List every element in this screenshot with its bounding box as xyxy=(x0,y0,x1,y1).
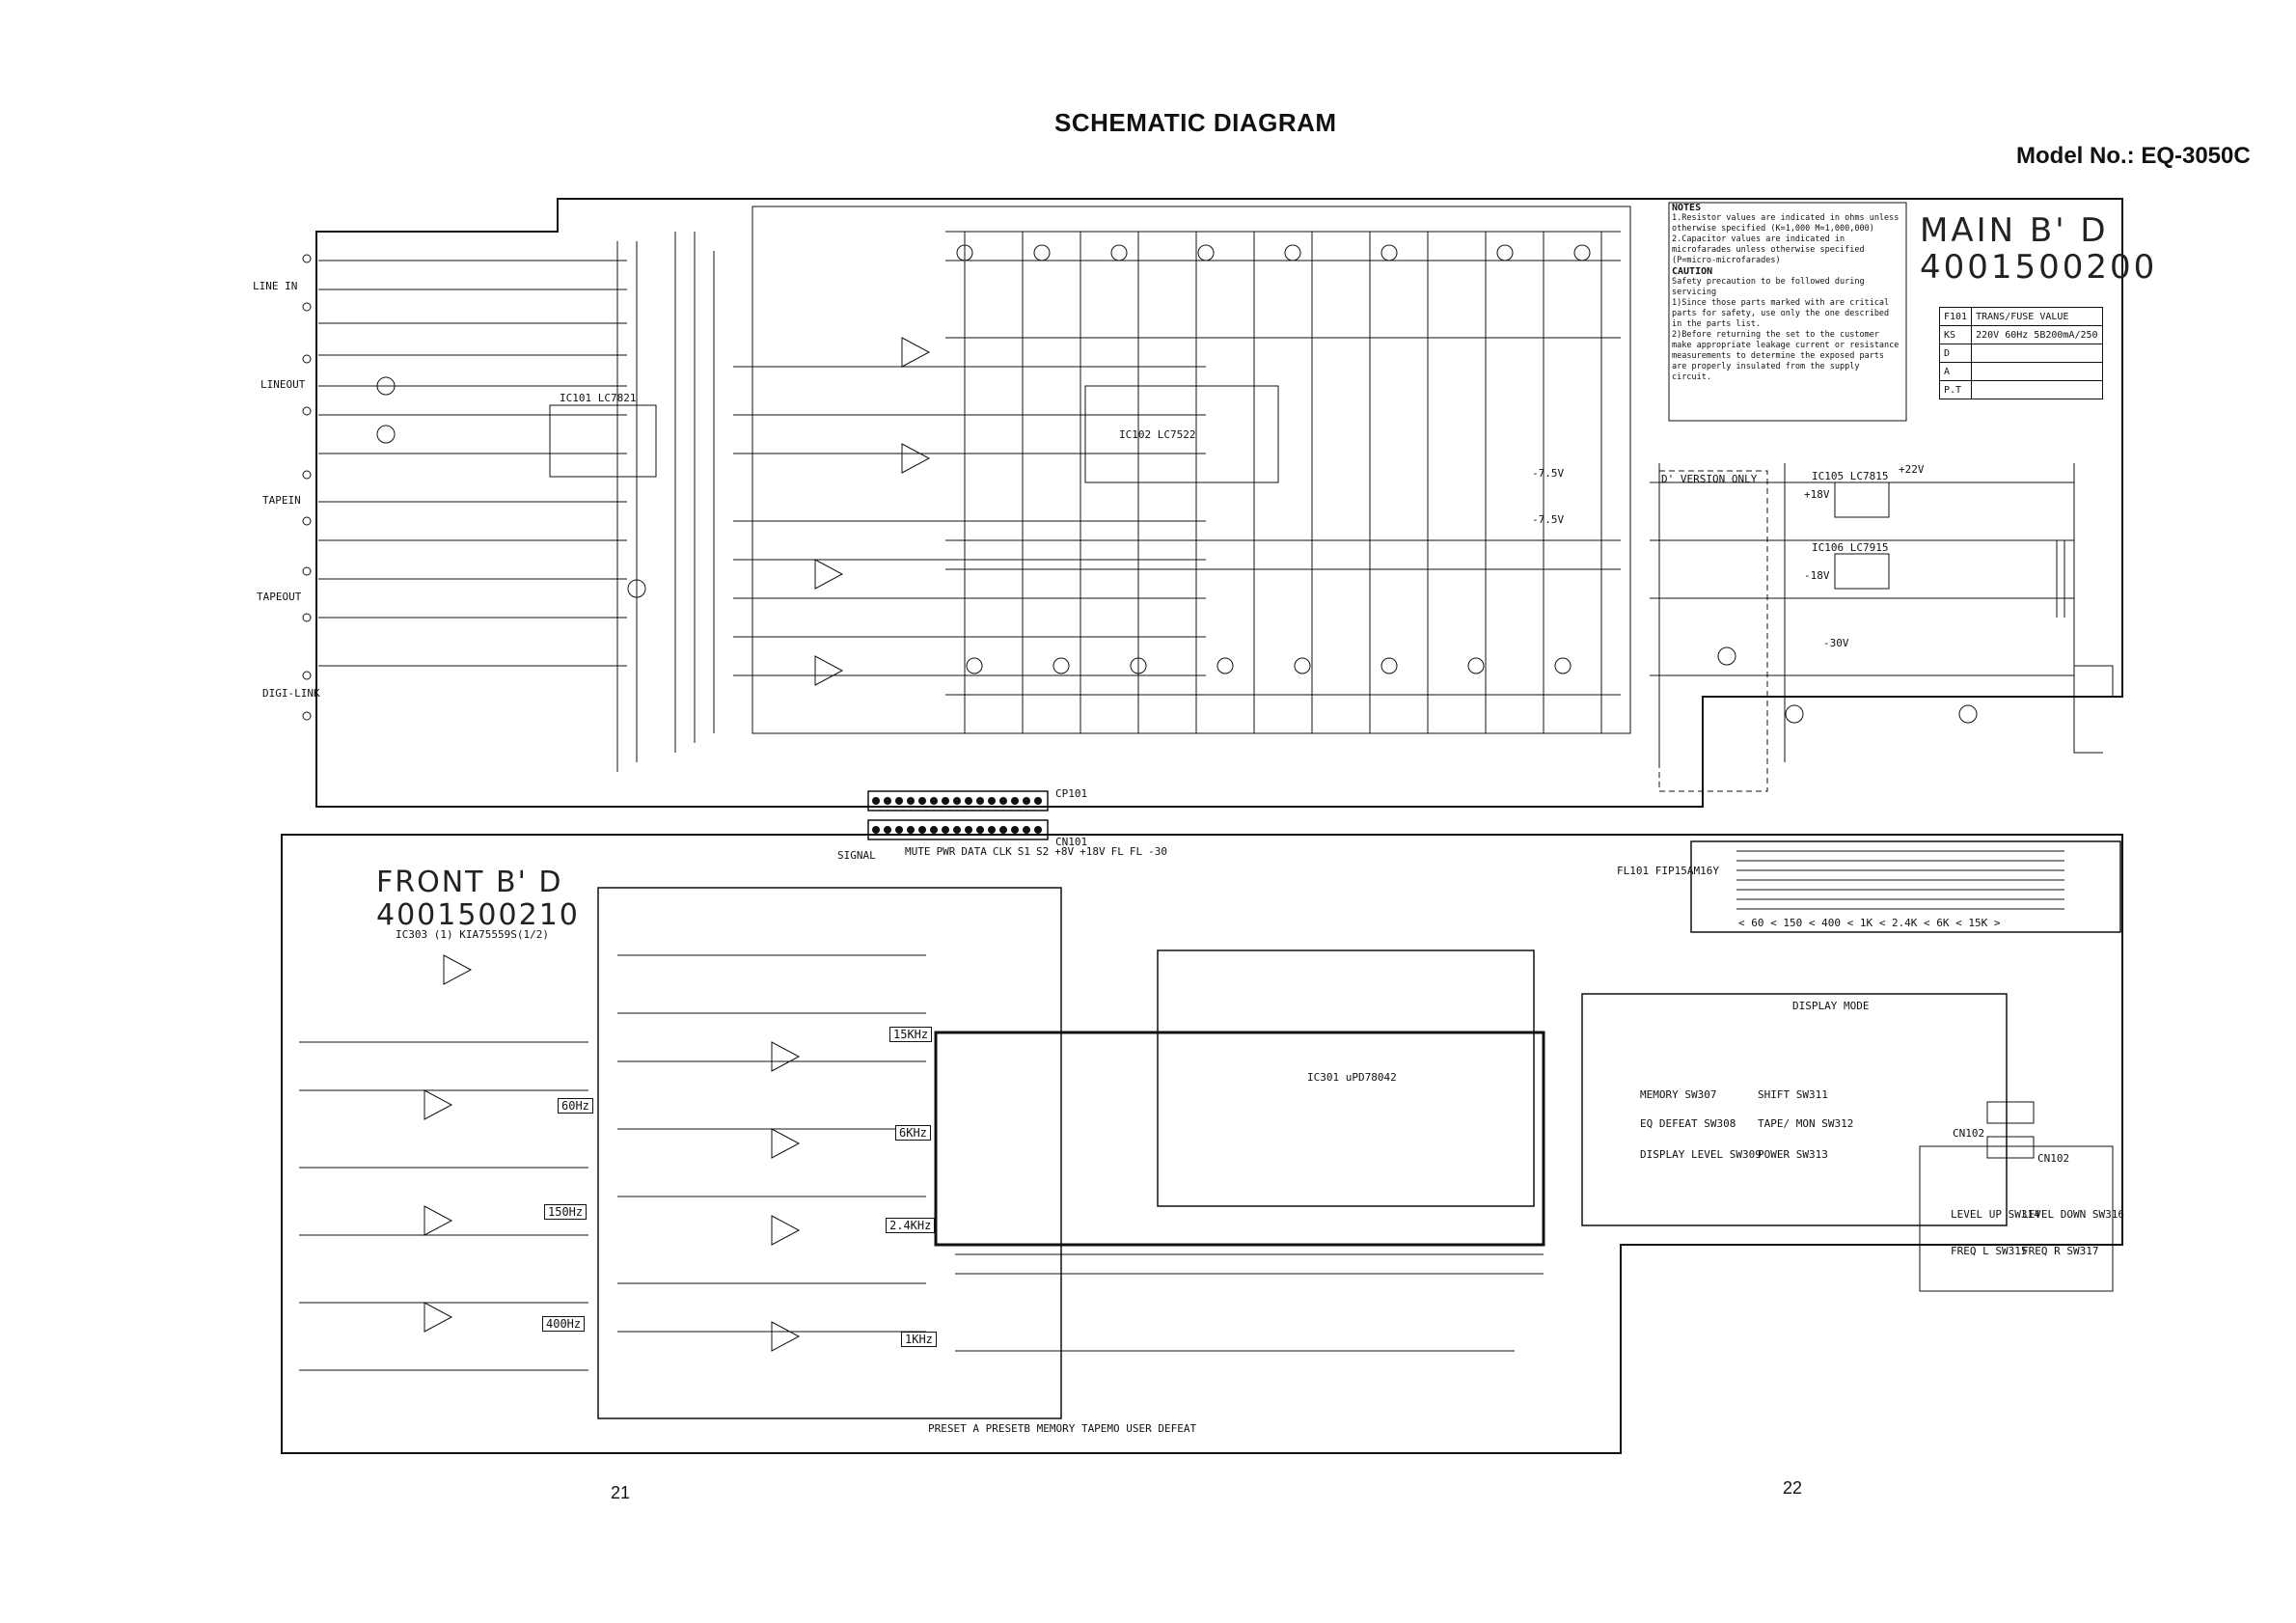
caution-heading: CAUTION xyxy=(1672,266,1713,277)
fuse-col2: TRANS/FUSE VALUE xyxy=(1971,307,2103,326)
ic105-label: IC105 LC7815 xyxy=(1812,470,1889,482)
switch-tape-mon: TAPE/ MON SW312 xyxy=(1758,1117,1854,1130)
ic101-label: IC101 LC7821 xyxy=(560,392,637,404)
jack-line-in: LINE IN xyxy=(253,280,298,292)
table-row: P.T xyxy=(1938,380,2103,399)
fuse-code: KS xyxy=(1938,325,1973,344)
pin-label: S1 xyxy=(1017,845,1030,858)
fuse-code: P.T xyxy=(1938,380,1973,399)
ic303-label: IC303 (1) KIA75559S(1/2) xyxy=(396,928,549,941)
table-row: D xyxy=(1938,344,2103,363)
pin-label: +18V xyxy=(1080,845,1106,858)
band-tag: 2.4KHz xyxy=(886,1218,936,1233)
caution-line3: 2)Before returning the set to the custom… xyxy=(1672,330,1900,382)
table-row: A xyxy=(1938,362,2103,381)
fuse-code: A xyxy=(1938,362,1973,381)
pin-label: FL xyxy=(1129,845,1143,858)
signal-label: SIGNAL xyxy=(837,849,876,862)
band-tag: 6KHz xyxy=(895,1125,931,1141)
page-number-right: 22 xyxy=(1783,1478,1803,1498)
page-title: SCHEMATIC DIAGRAM xyxy=(1054,108,1337,137)
pin-label: FL xyxy=(1110,845,1124,858)
front-board-name: FRONT B' D xyxy=(376,866,563,899)
front-board-label: FRONT B' D 4001500210 xyxy=(376,867,580,932)
band-tag: 1KHz xyxy=(901,1332,937,1347)
pin-label: S2 xyxy=(1036,845,1050,858)
cn102-label-2: CN102 xyxy=(2037,1152,2070,1165)
ic102-label: IC102 LC7522 xyxy=(1119,428,1196,441)
pin-label: +8V xyxy=(1054,845,1075,858)
notes-line1: 1.Resistor values are indicated in ohms … xyxy=(1672,213,1900,234)
band-tag: 15KHz xyxy=(889,1027,933,1042)
switch-freq-r: FREQ R SW317 xyxy=(2022,1245,2099,1257)
page-number-left: 21 xyxy=(611,1483,631,1502)
jack-digi-link: DIGI-LINK xyxy=(262,687,320,700)
band-tag: 150Hz xyxy=(544,1204,588,1220)
voltage-neg75-a: -7.5V xyxy=(1532,467,1565,480)
ic301-label: IC301 uPD78042 xyxy=(1307,1071,1397,1084)
notes-box: NOTES 1.Resistor values are indicated in… xyxy=(1672,203,1903,383)
option-label: D' VERSION ONLY xyxy=(1661,473,1758,485)
fl101-label: FL101 FIP15AM16Y xyxy=(1617,865,1719,877)
switch-level-up: LEVEL UP SW314 xyxy=(1951,1208,2040,1221)
cp101-label: CP101 xyxy=(1055,787,1088,800)
ic106-label: IC106 LC7915 xyxy=(1812,541,1889,554)
led-caption: PRESET A PRESETB MEMORY TAPEMO USER DEFE… xyxy=(928,1422,1197,1435)
switch-level-down: LEVEL DOWN SW316 xyxy=(2022,1208,2124,1221)
switch-memory: MEMORY SW307 xyxy=(1640,1088,1717,1101)
band-tag: 400Hz xyxy=(542,1316,586,1332)
jack-tape-in: TAPEIN xyxy=(262,494,301,507)
fuse-table: F101 TRANS/FUSE VALUE KS 220V 60Hz 5B200… xyxy=(1938,307,2103,399)
jack-line-out: LINEOUT xyxy=(260,378,306,391)
fuse-value xyxy=(1971,344,2103,363)
main-board-label: MAIN B' D 4001500200 xyxy=(1920,212,2157,286)
voltage-neg75-b: -7.5V xyxy=(1532,513,1565,526)
voltage-neg18v: -18V xyxy=(1804,569,1830,582)
pin-label: PWR xyxy=(936,845,956,858)
main-board-name: MAIN B' D xyxy=(1920,211,2109,250)
fuse-value: 220V 60Hz 5B200mA/250 xyxy=(1971,325,2103,344)
voltage-neg30v: -30V xyxy=(1823,637,1849,649)
switch-display-level: DISPLAY LEVEL SW309 xyxy=(1640,1148,1762,1161)
switch-shift: SHIFT SW311 xyxy=(1758,1088,1828,1101)
voltage-18v: +18V xyxy=(1804,488,1830,501)
switch-display-mode: DISPLAY MODE xyxy=(1792,1000,1870,1012)
notes-heading: NOTES xyxy=(1672,203,1702,213)
voltage-22v: +22V xyxy=(1899,463,1925,476)
cn102-label: CN102 xyxy=(1953,1127,1985,1140)
connector-pins: MUTE PWR DATA CLK S1 S2 +8V +18V FL FL -… xyxy=(905,845,1167,858)
fuse-value xyxy=(1971,380,2103,399)
jack-tape-out: TAPEOUT xyxy=(257,591,302,603)
display-scale: < 60 < 150 < 400 < 1K < 2.4K < 6K < 15K … xyxy=(1738,917,2001,929)
fuse-code: D xyxy=(1938,344,1973,363)
model-number: Model No.: EQ-3050C xyxy=(2016,143,2251,169)
cn101-label: CN101 xyxy=(1055,836,1088,848)
table-row: KS 220V 60Hz 5B200mA/250 xyxy=(1938,325,2103,344)
main-board-code: 4001500200 xyxy=(1920,248,2158,287)
fuse-value xyxy=(1971,362,2103,381)
switch-power: POWER SW313 xyxy=(1758,1148,1828,1161)
fuse-col1: F101 xyxy=(1938,307,1973,326)
switch-freq-l: FREQ L SW315 xyxy=(1951,1245,2028,1257)
caution-line1: Safety precaution to be followed during … xyxy=(1672,277,1865,297)
band-tag: 60Hz xyxy=(558,1098,593,1114)
caution-line2: 1)Since those parts marked with are crit… xyxy=(1672,298,1890,329)
front-board-code: 4001500210 xyxy=(376,898,580,932)
notes-line2: 2.Capacitor values are indicated in micr… xyxy=(1672,234,1865,265)
pin-label: MUTE xyxy=(905,845,931,858)
switch-eq-defeat: EQ DEFEAT SW308 xyxy=(1640,1117,1736,1130)
fuse-table-header: F101 TRANS/FUSE VALUE xyxy=(1938,307,2103,326)
pin-label: CLK xyxy=(992,845,1012,858)
pin-label: DATA xyxy=(961,845,987,858)
pin-label: -30 xyxy=(1148,845,1167,858)
